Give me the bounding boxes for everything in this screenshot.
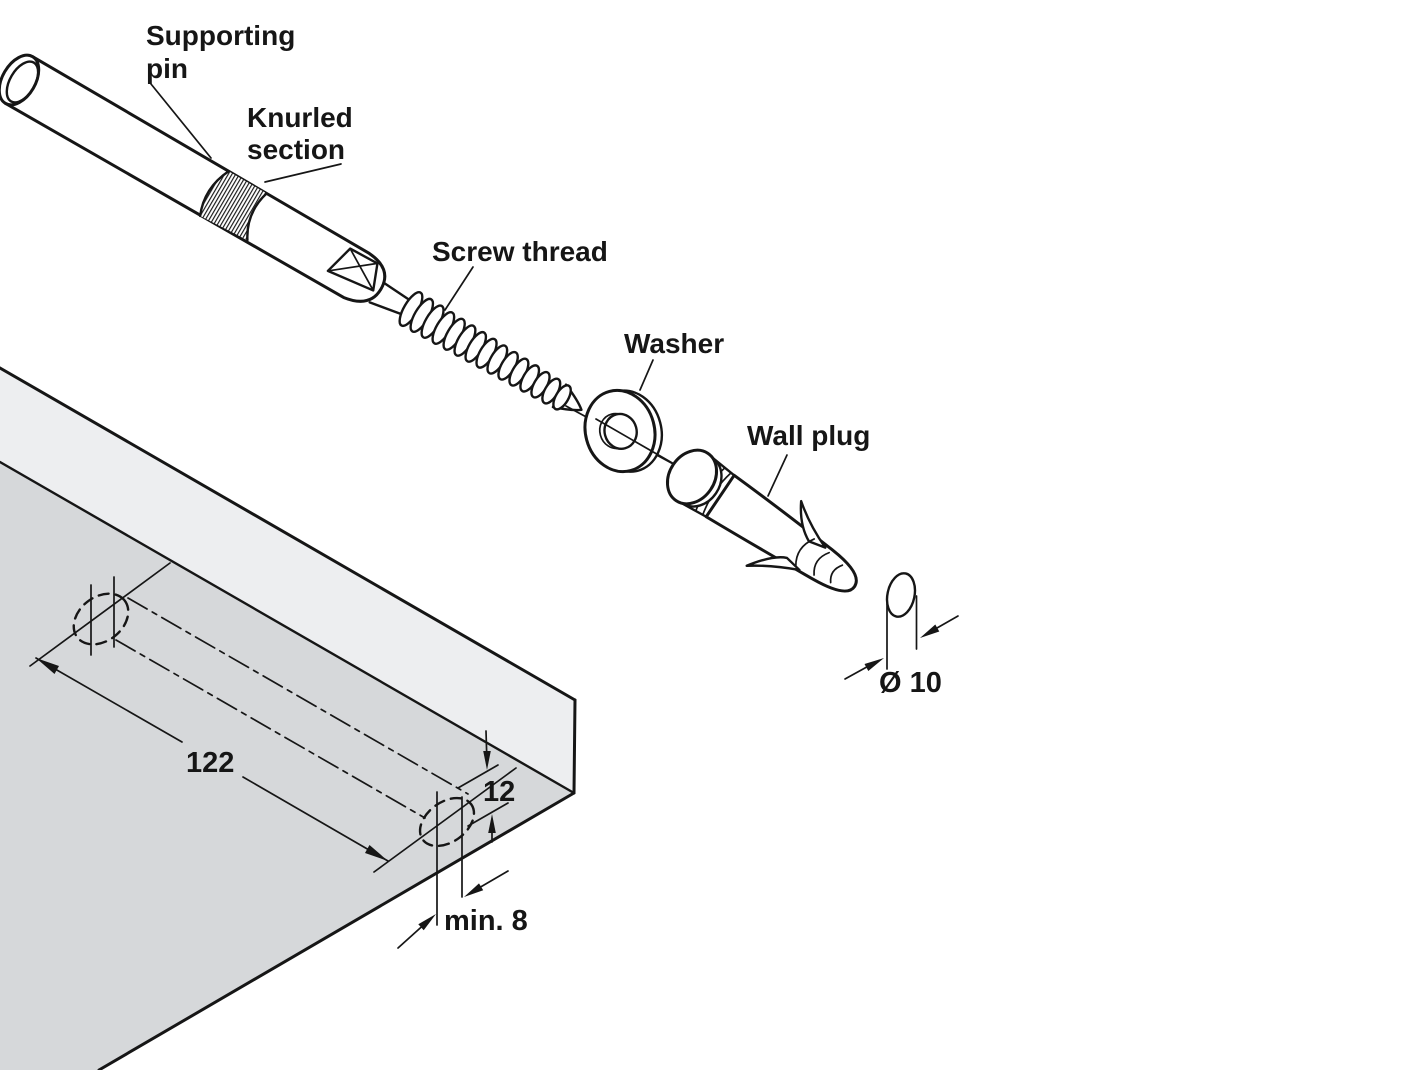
label-wall-plug: Wall plug xyxy=(747,420,870,451)
leader-knurled-section xyxy=(264,163,342,183)
pin-body xyxy=(3,55,387,303)
wall-hole-opening xyxy=(885,572,917,618)
neck-top xyxy=(382,281,413,303)
board-top-edge xyxy=(0,366,577,702)
supporting-pin xyxy=(0,53,583,412)
leader-washer xyxy=(639,359,654,391)
thread-ring xyxy=(552,384,572,411)
screw-thread xyxy=(398,291,583,412)
board-corner-edge xyxy=(572,698,577,795)
wall-plug xyxy=(665,448,858,593)
label-washer: Washer xyxy=(624,328,724,359)
callouts: Supporting pin Knurled section Screw thr… xyxy=(146,20,870,497)
knurl-right-edge xyxy=(246,192,268,242)
leader-screw-thread xyxy=(444,266,474,311)
channel-lower-line xyxy=(115,639,426,819)
label-supporting-pin-line1: Supporting xyxy=(146,20,295,51)
pin-end-diag2 xyxy=(327,262,379,272)
shelf-board xyxy=(0,366,577,1070)
label-supporting-pin-line2: pin xyxy=(146,53,188,84)
pin-end-cross xyxy=(326,247,379,292)
dim12-value: 12 xyxy=(483,776,515,808)
min8-arrow1 xyxy=(418,914,436,931)
board-arris xyxy=(0,460,576,795)
washer-hole xyxy=(603,412,638,450)
hole-opening xyxy=(418,796,476,848)
board-edge-face xyxy=(0,368,575,793)
plug-slot-1 xyxy=(794,538,816,568)
label-screw-thread: Screw thread xyxy=(432,236,608,267)
min8-arrow2 xyxy=(464,883,484,897)
dim122-arrow-right xyxy=(365,845,388,861)
leader-supporting-pin xyxy=(150,83,212,159)
dim122-value: 122 xyxy=(186,747,234,779)
drill-channel xyxy=(29,562,517,926)
hole1-axis-line xyxy=(29,562,171,667)
knurl-band xyxy=(200,171,267,241)
dim12-arrow-up xyxy=(488,814,496,833)
plug-wing-upper xyxy=(799,499,827,549)
leader-wall-plug xyxy=(767,454,788,497)
dia10-value: Ø 10 xyxy=(879,667,942,699)
wall-hole-dia10: Ø 10 xyxy=(844,572,959,699)
channel-upper-line xyxy=(127,597,469,795)
neck-bottom xyxy=(368,301,405,317)
dim12-tick-lower xyxy=(467,802,509,827)
pin-end-diag1 xyxy=(349,247,375,292)
min8-value: min. 8 xyxy=(444,905,528,937)
plug-slot-2 xyxy=(813,551,831,576)
dia10-arrow1 xyxy=(864,658,884,671)
board-bottom-edge xyxy=(97,791,576,1070)
dimension-hole-depth: 122 xyxy=(35,657,389,862)
plug-collar xyxy=(665,448,719,506)
label-knurled-line1: Knurled xyxy=(247,102,353,133)
plug-slot-3 xyxy=(829,564,844,584)
dimension-min-thickness: min. 8 xyxy=(397,870,528,949)
dimension-edge-distance: 12 xyxy=(457,730,515,843)
pin-tip-chamfer xyxy=(5,60,40,104)
dim122-arrow-left xyxy=(36,658,59,674)
label-knurled-line2: section xyxy=(247,134,345,165)
dim12-arrow-down xyxy=(483,751,491,770)
dim122-line-a xyxy=(35,657,183,743)
board-face xyxy=(0,462,574,1070)
hole2-axis-line xyxy=(373,767,517,873)
knurl-left-edge xyxy=(198,170,230,218)
washer xyxy=(583,388,663,474)
plug-wing-lower xyxy=(745,556,801,572)
dim122-line-b xyxy=(242,776,389,862)
plug-body xyxy=(704,473,858,593)
dia10-arrow2 xyxy=(920,624,940,638)
dim12-tick-upper xyxy=(457,764,499,789)
